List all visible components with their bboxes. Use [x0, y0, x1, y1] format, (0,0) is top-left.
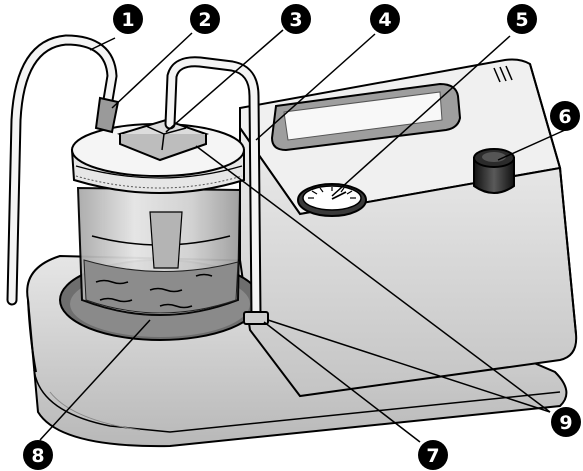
vacuum-tube	[164, 56, 262, 322]
svg-text:6: 6	[558, 106, 571, 128]
svg-text:9: 9	[559, 412, 572, 434]
callout-6: 6	[550, 101, 580, 131]
svg-text:8: 8	[31, 445, 44, 467]
callout-8: 8	[23, 440, 53, 470]
svg-text:4: 4	[378, 9, 391, 31]
leader-lines	[39, 29, 566, 443]
svg-text:2: 2	[198, 9, 211, 31]
callout-2: 2	[190, 4, 220, 34]
vacuum-gauge	[297, 183, 367, 217]
tube-connector	[94, 96, 120, 134]
svg-text:3: 3	[289, 9, 302, 31]
collection-jar	[76, 186, 242, 316]
svg-text:7: 7	[426, 445, 439, 467]
tube-port	[243, 311, 269, 325]
control-knob	[473, 148, 515, 194]
patient-tube	[6, 34, 118, 306]
overflow-cap	[116, 118, 210, 162]
callout-3: 3	[281, 4, 311, 34]
svg-text:5: 5	[515, 9, 528, 31]
callout-7: 7	[418, 440, 448, 470]
pump-housing	[239, 58, 578, 398]
callout-1: 1	[113, 4, 143, 34]
jar-lid	[70, 118, 245, 194]
callout-5: 5	[507, 4, 537, 34]
callout-9: 9	[551, 407, 581, 437]
svg-text:1: 1	[121, 9, 134, 31]
vent-icon	[493, 65, 513, 83]
callout-4: 4	[370, 4, 400, 34]
